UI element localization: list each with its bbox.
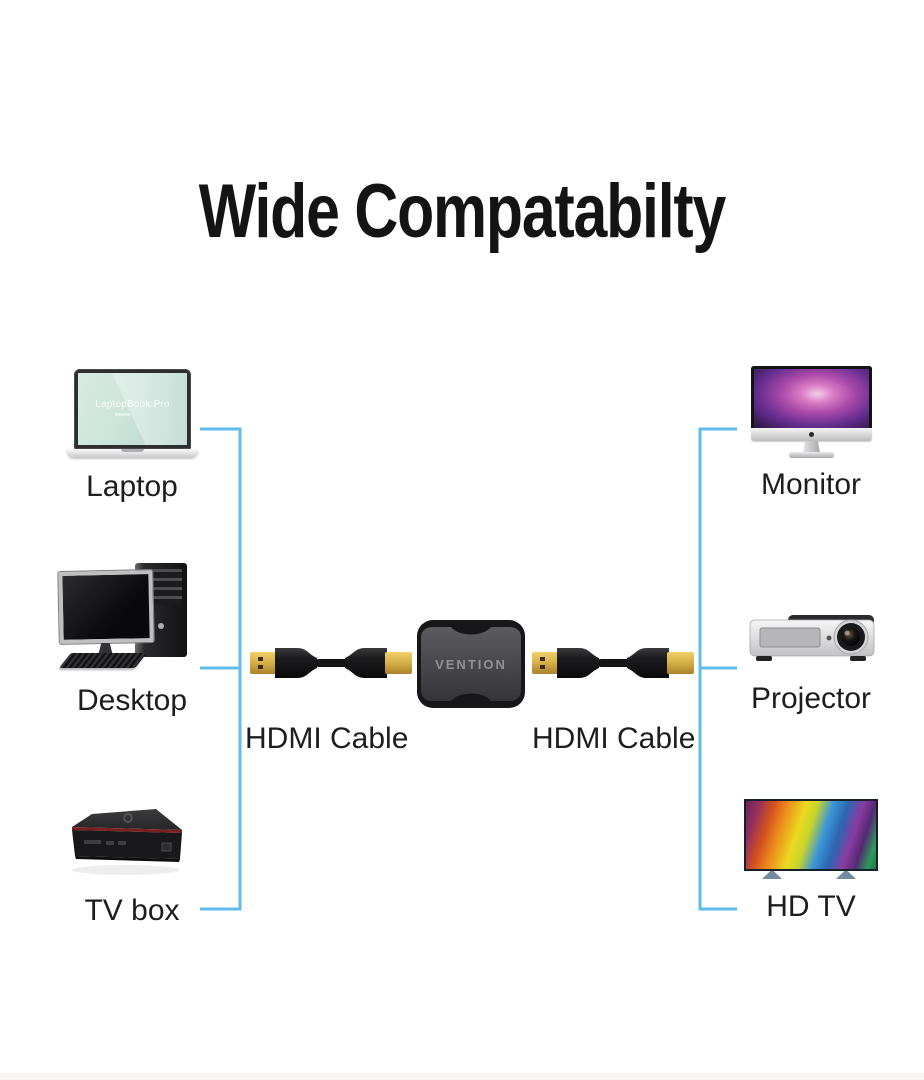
bottom-edge-strip: [0, 1073, 924, 1080]
laptop-screen-text: LaptopBook Pro: [95, 398, 170, 410]
laptop-screen-subtext: [115, 412, 131, 416]
projector-foot: [756, 656, 772, 661]
laptop-screen-sheen: [78, 373, 187, 445]
projector-label: Projector: [750, 682, 872, 715]
monitor-screen: [751, 366, 872, 428]
tv-box-top-face: [72, 809, 182, 830]
hd-tv-label: HD TV: [766, 890, 856, 923]
laptop-screen: LaptopBook Pro: [78, 373, 187, 445]
tv-box-front-face: [72, 830, 182, 859]
projector-lens-glass: [842, 628, 860, 646]
desktop-monitor: [57, 568, 155, 646]
left-connector-line: [200, 427, 242, 911]
monitor-label: Monitor: [760, 468, 862, 501]
tv-box-red-trim: [72, 827, 182, 833]
projector-foot: [850, 656, 866, 661]
hdmi-cable-wire: [597, 659, 631, 667]
projector-icon: [749, 615, 875, 661]
projector-indicator: [826, 635, 832, 641]
monitor-stand-neck: [803, 441, 820, 453]
page-title: Wide Compatabilty: [198, 169, 726, 254]
projector-grille: [759, 627, 821, 648]
hdmi-cable-left-icon: [250, 648, 412, 678]
hd-tv-icon: [744, 799, 878, 883]
hdmi-gold-plug: [532, 652, 559, 674]
hdmi-cable-wire: [315, 659, 349, 667]
laptop-lid: LaptopBook Pro: [74, 369, 191, 449]
tv-box-button: [161, 842, 172, 852]
hdmi-cable-left-label: HDMI Cable: [245, 722, 409, 755]
desktop-tower-logo: [158, 623, 164, 629]
desktop-monitor-neck: [98, 643, 113, 656]
laptop-icon: LaptopBook Pro: [67, 369, 198, 459]
desktop-icon: [57, 561, 195, 669]
hd-tv-foot: [762, 871, 782, 879]
hdmi-plug-pin: [258, 665, 263, 669]
hdmi-plug-body: [557, 648, 599, 678]
hdmi-gold-plug: [385, 652, 412, 674]
hdmi-plug-pin: [258, 657, 263, 661]
tv-box-port: [118, 841, 126, 845]
tv-box-shadow: [72, 865, 180, 875]
hdmi-gold-plug: [250, 652, 277, 674]
hdmi-plug-pin: [540, 657, 545, 661]
hdmi-gold-plug: [667, 652, 694, 674]
hdmi-plug-body: [275, 648, 317, 678]
monitor-icon: [751, 366, 872, 458]
monitor-stand-base: [789, 452, 834, 458]
hdmi-cable-right-icon: [532, 648, 694, 678]
hdmi-plug-body: [345, 648, 387, 678]
hd-tv-screen: [744, 799, 878, 871]
hdmi-coupler-icon: VENTION: [417, 620, 525, 708]
hd-tv-foot: [836, 871, 856, 879]
laptop-notch: [121, 449, 144, 452]
coupler-face: [421, 627, 521, 701]
hdmi-plug-pin: [540, 665, 545, 669]
hdmi-cable-right-label: HDMI Cable: [532, 722, 696, 755]
projector-lens-highlight: [844, 630, 850, 636]
tv-box-logo: [123, 813, 133, 823]
monitor-logo-dot: [809, 432, 814, 437]
tv-box-port: [106, 841, 114, 845]
desktop-label: Desktop: [76, 684, 188, 717]
right-connector-line: [698, 427, 737, 911]
tv-box-label: TV box: [84, 894, 180, 927]
tv-box-slot: [84, 840, 101, 844]
desktop-keyboard: [59, 653, 147, 668]
tv-box-bottom-edge: [75, 856, 180, 862]
laptop-base: [67, 449, 198, 458]
hdmi-plug-body: [627, 648, 669, 678]
page-title-wrap: Wide Compatabilty: [0, 172, 924, 252]
coupler-brand-text: VENTION: [435, 657, 507, 672]
laptop-label: Laptop: [86, 470, 178, 503]
tv-box-icon: [72, 809, 182, 875]
